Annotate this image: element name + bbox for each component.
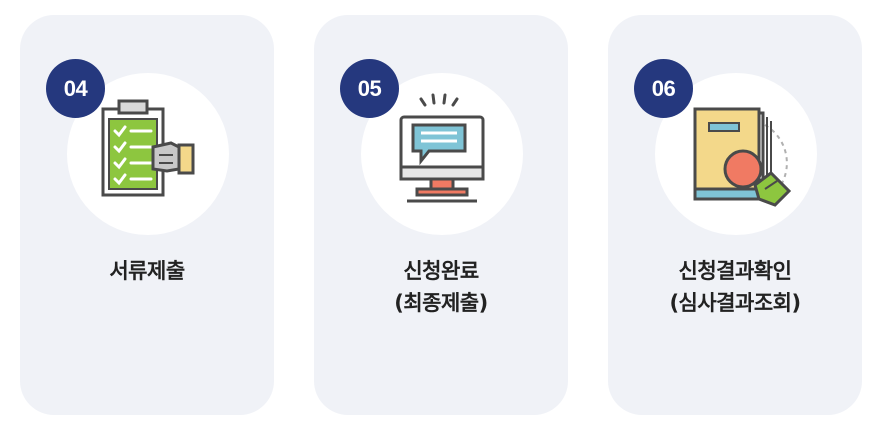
- step-number-badge: 06: [634, 59, 693, 118]
- step-number-badge: 05: [340, 59, 399, 118]
- step-card-06: 06 신청결과확인 (심사결과조회): [608, 15, 862, 415]
- step-title: 신청결과확인 (심사결과조회): [608, 255, 862, 319]
- icon-circle: [67, 73, 229, 235]
- step-title-line1: 신청완료: [403, 259, 479, 283]
- step-title: 신청완료 (최종제출): [314, 255, 568, 319]
- step-card-05: 05 신청완료 (최종제출): [314, 15, 568, 415]
- monitor-message-icon: [399, 93, 485, 203]
- step-title-line2: (최종제출): [394, 291, 488, 315]
- step-title-line1: 신청결과확인: [678, 259, 792, 283]
- clipboard-checklist-icon: [101, 99, 195, 197]
- step-card-04: 04 서류제출: [20, 15, 274, 415]
- step-number-badge: 04: [46, 59, 105, 118]
- step-title-line1: 서류제출: [109, 259, 185, 283]
- book-stamp-icon: [693, 107, 792, 207]
- step-title: 서류제출: [20, 255, 274, 287]
- step-title-line2: (심사결과조회): [669, 291, 801, 315]
